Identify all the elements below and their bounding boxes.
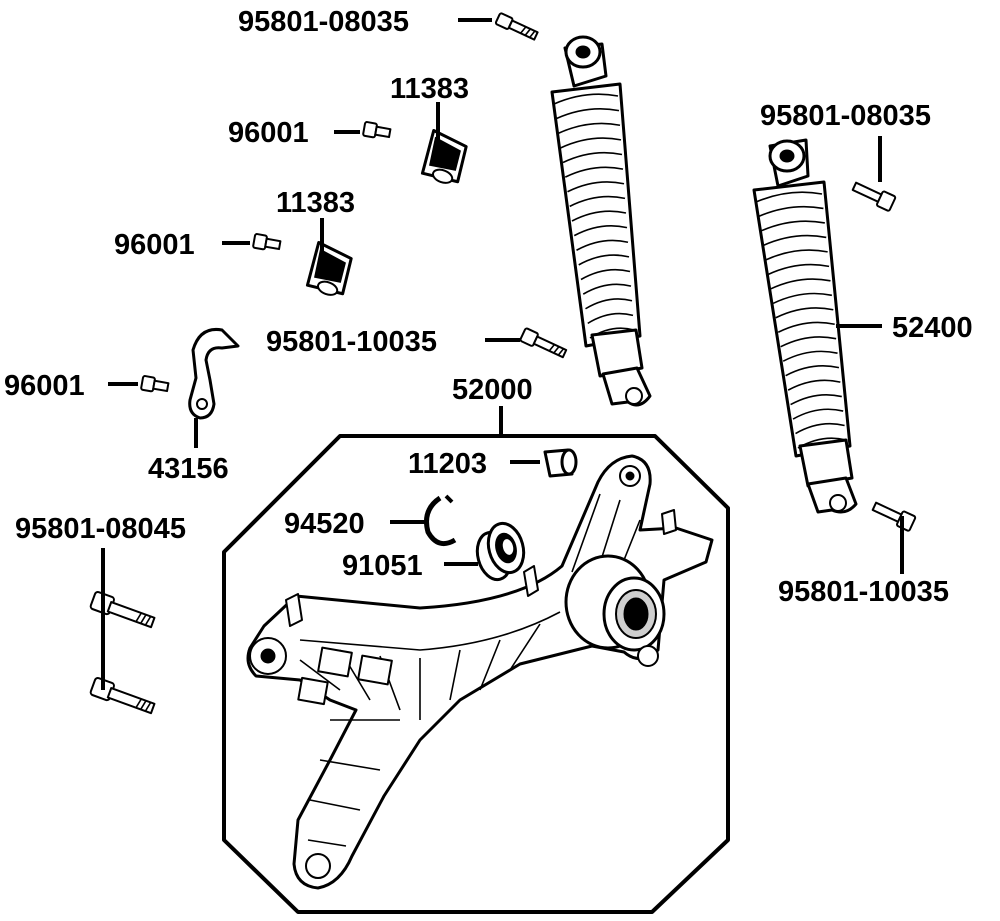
spring-coil (555, 108, 620, 120)
spring-coil (785, 365, 840, 377)
spring-coil (560, 137, 622, 149)
bolt-icon (252, 233, 282, 251)
bolt-icon (362, 121, 392, 139)
spring-coil (758, 205, 824, 218)
part-label-94520: 94520 (284, 508, 365, 540)
spring-coil (768, 263, 830, 276)
part-label-95801-08035-right: 95801-08035 (760, 100, 931, 132)
spring-coil (775, 307, 834, 319)
spring-coil (578, 254, 630, 266)
spring-coil (582, 283, 632, 295)
spring-coil (780, 336, 837, 348)
spring-coil (553, 93, 619, 105)
spring-coil (765, 249, 828, 261)
spring-coil (792, 408, 844, 420)
spring-coil (772, 292, 833, 305)
part-label-95801-10035-mid: 95801-10035 (266, 326, 437, 358)
spring-coil (760, 220, 825, 232)
rear-shock-absorber-left (550, 35, 652, 407)
spring-coil (564, 166, 624, 178)
spring-coil (562, 151, 623, 164)
spring-coil (777, 321, 835, 333)
bracket-icon (188, 327, 240, 420)
spring-coil (790, 394, 842, 406)
bushing-icon (543, 448, 578, 478)
clip-icon (305, 240, 353, 296)
rear-shock-absorber-right (752, 138, 858, 514)
bolt-icon (494, 12, 539, 41)
spring-coil (770, 278, 831, 290)
part-label-95801-08035-top: 95801-08035 (238, 6, 409, 38)
part-label-43156: 43156 (148, 453, 229, 485)
spring-coil (585, 298, 633, 310)
part-label-52400: 52400 (892, 312, 973, 344)
spring-coil (569, 195, 626, 208)
spring-coil (576, 239, 629, 251)
spring-coil (587, 312, 634, 325)
bolt-icon (519, 327, 568, 359)
spring-coil (571, 210, 627, 222)
swing-arm (246, 454, 714, 890)
part-label-91051: 91051 (342, 550, 423, 582)
clip-icon (420, 128, 468, 184)
circlip-icon (424, 494, 457, 547)
leader-lines (101, 18, 904, 690)
spring-coil (755, 191, 823, 203)
bolt-icon (89, 677, 156, 715)
part-label-52000: 52000 (452, 374, 533, 406)
spring-coil (763, 234, 827, 247)
part-label-96001-top: 96001 (228, 117, 309, 149)
bolt-icon (140, 375, 170, 393)
spring-coil (787, 379, 841, 391)
spring-coil (580, 268, 631, 281)
part-label-96001-mid: 96001 (114, 229, 195, 261)
bolt-icon (89, 591, 156, 629)
bearing-icon (475, 521, 526, 582)
spring-coil (795, 422, 845, 435)
part-label-11383-top: 11383 (390, 73, 469, 105)
part-label-95801-08045: 95801-08045 (15, 513, 186, 545)
bolt-icon (851, 181, 897, 212)
assembly-frame (222, 434, 730, 914)
spring-coil (567, 181, 625, 193)
bolt-icon (871, 501, 917, 532)
part-label-95801-10035-right: 95801-10035 (778, 576, 949, 608)
spring-coil (558, 122, 621, 134)
part-label-11383-mid: 11383 (276, 187, 355, 219)
spring-coil (782, 350, 838, 362)
spring-coil (573, 225, 628, 237)
part-label-11203: 11203 (408, 448, 487, 480)
part-label-96001-low: 96001 (4, 370, 85, 402)
